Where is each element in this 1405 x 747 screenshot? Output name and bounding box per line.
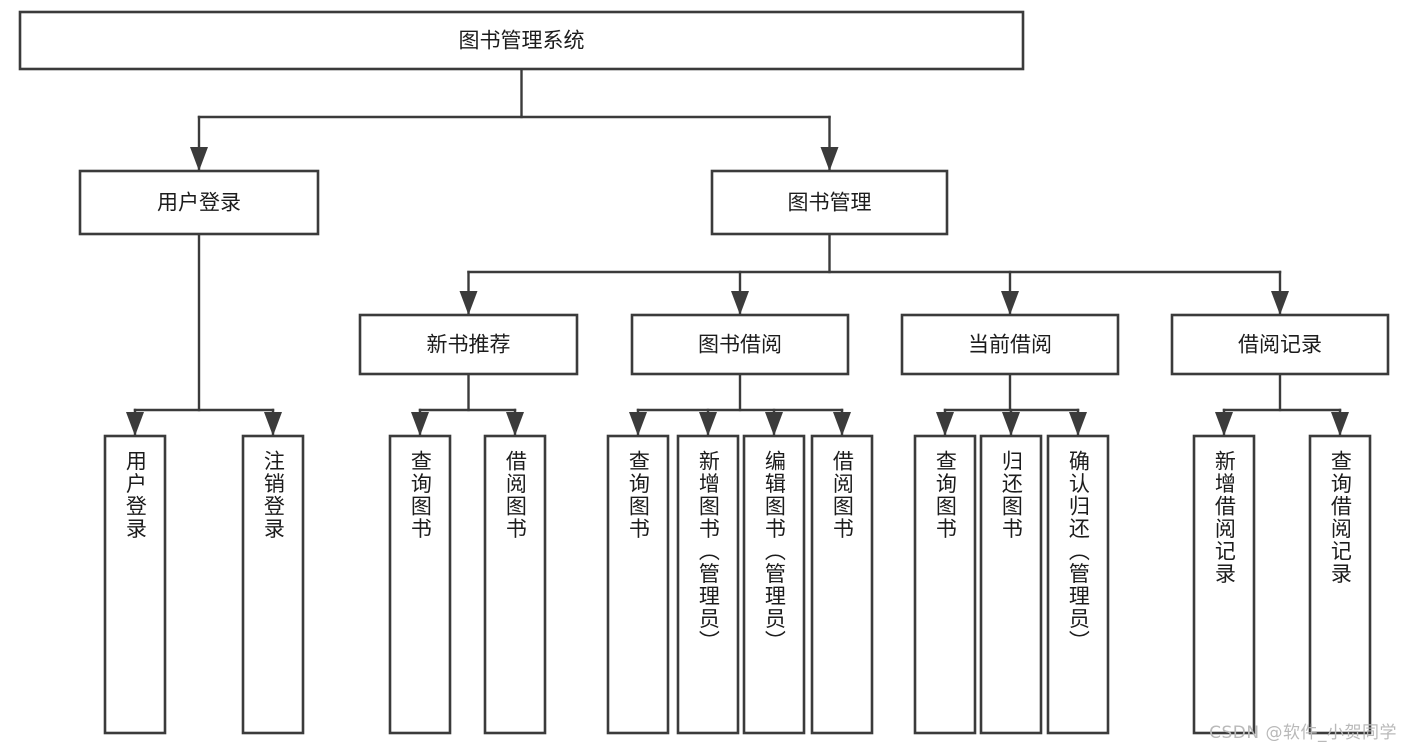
node-box-leaf-query-book-1[interactable]: [388, 434, 452, 735]
node-label-new-book-recommend: 新书推荐: [427, 333, 511, 357]
node-box-book-management[interactable]: [710, 169, 949, 236]
node-box-new-book-recommend[interactable]: [358, 313, 579, 376]
arrow-head-icon-leaf-confirm-return: [1069, 412, 1087, 436]
node-label-user-login: 用户登录: [157, 191, 241, 215]
node-label-root: 图书管理系统: [459, 29, 585, 53]
arrow-head-icon-leaf-add-book: [699, 412, 717, 436]
node-box-leaf-logout[interactable]: [241, 434, 305, 735]
node-box-book-borrow[interactable]: [630, 313, 850, 376]
arrow-head-icon-borrow-record: [1271, 291, 1289, 315]
node-box-leaf-query-book-2[interactable]: [606, 434, 670, 735]
arrow-head-icon-new-book-recommend: [459, 291, 478, 315]
node-label-book-management: 图书管理: [788, 191, 872, 215]
arrow-head-icon-leaf-query-book-1: [411, 412, 429, 436]
node-label-borrow-record: 借阅记录: [1238, 333, 1322, 357]
node-box-leaf-return-book[interactable]: [979, 434, 1043, 735]
box-layer: [18, 10, 1390, 735]
node-box-borrow-record[interactable]: [1170, 313, 1390, 376]
arrow-head-icon-leaf-borrow-book-2: [833, 412, 851, 436]
connector-layer: [126, 67, 1349, 437]
arrow-head-icon-leaf-add-record: [1215, 412, 1233, 436]
node-box-leaf-user-login[interactable]: [103, 434, 167, 735]
node-box-user-login[interactable]: [78, 169, 320, 236]
node-label-current-borrow: 当前借阅: [968, 333, 1052, 357]
arrow-head-icon-book-borrow: [731, 291, 749, 315]
arrow-head-icon-leaf-return-book: [1002, 412, 1020, 436]
arrow-head-icon-current-borrow: [1001, 291, 1019, 315]
node-box-leaf-query-record[interactable]: [1308, 434, 1372, 735]
node-box-leaf-add-book[interactable]: [676, 434, 740, 735]
arrow-head-icon-leaf-borrow-book-1: [506, 412, 524, 436]
arrow-head-icon-user-login: [190, 147, 208, 171]
node-label-book-borrow: 图书借阅: [698, 333, 782, 357]
arrow-head-icon-leaf-user-login: [126, 412, 144, 436]
arrow-head-icon-book-management: [820, 147, 839, 171]
node-box-leaf-confirm-return[interactable]: [1046, 434, 1110, 735]
arrow-head-icon-leaf-edit-book: [765, 412, 783, 436]
arrow-head-icon-leaf-query-record: [1331, 412, 1349, 436]
arrow-head-icon-leaf-logout: [264, 412, 282, 436]
node-box-leaf-borrow-book-1[interactable]: [483, 434, 547, 735]
arrow-head-icon-leaf-query-book-3: [936, 412, 954, 436]
node-box-root[interactable]: [18, 10, 1025, 71]
node-box-current-borrow[interactable]: [900, 313, 1120, 376]
watermark-text: CSDN @软件_小贺同学: [1209, 723, 1397, 743]
node-box-leaf-edit-book[interactable]: [742, 434, 806, 735]
node-box-leaf-query-book-3[interactable]: [913, 434, 977, 735]
arrow-head-icon-leaf-query-book-2: [629, 412, 647, 436]
node-box-leaf-borrow-book-2[interactable]: [810, 434, 874, 735]
node-box-leaf-add-record[interactable]: [1192, 434, 1256, 735]
